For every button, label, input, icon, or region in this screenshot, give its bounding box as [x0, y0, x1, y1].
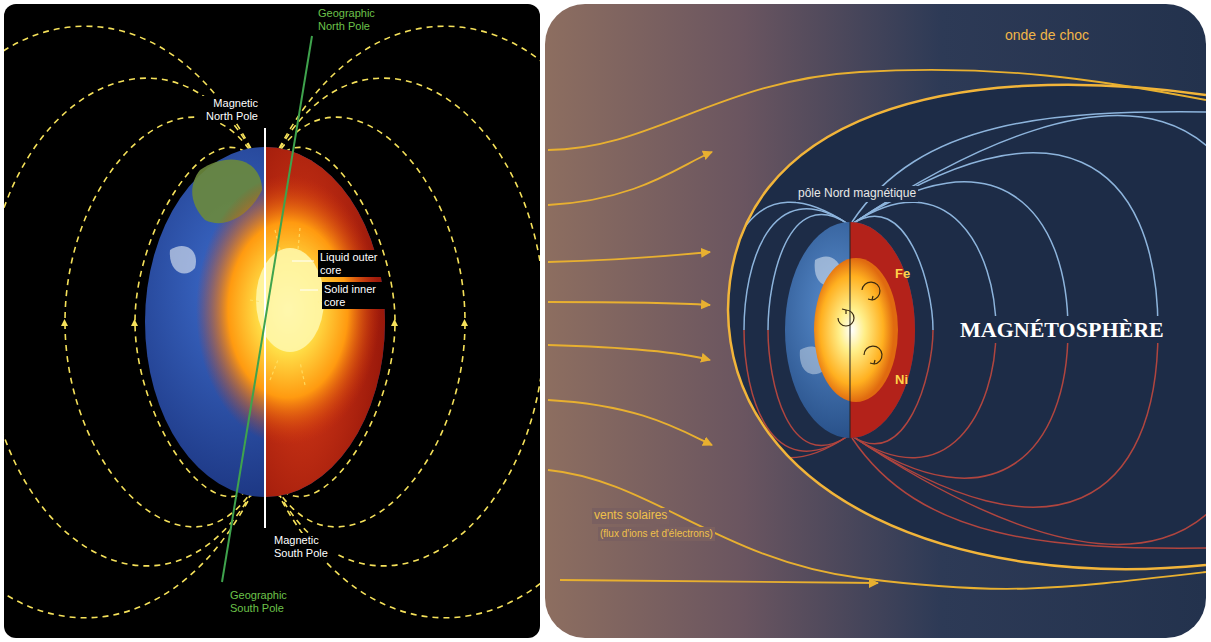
magnetic-pole-label: pôle Nord magnétique — [796, 186, 918, 202]
solar-wind-label: (flux d'ions et d'électrons) — [598, 527, 715, 541]
magnetic-pole-label: Magnetic North Pole — [196, 96, 260, 123]
solar-wind-label: vents solaires — [592, 508, 669, 524]
magnetic-pole-label: Magnetic South Pole — [272, 533, 336, 560]
element-label: Fe — [893, 266, 912, 283]
core-label: Liquid outer core — [318, 250, 382, 277]
core-label: Solid inner core — [322, 282, 386, 309]
region-title: MAGNÉTOSPHÈRE — [958, 316, 1166, 343]
element-label: Ni — [893, 372, 910, 389]
bow-shock-label: onde de choc — [1003, 26, 1091, 44]
geographic-pole-label: Geographic North Pole — [316, 6, 386, 33]
geographic-pole-label: Geographic South Pole — [228, 588, 298, 615]
